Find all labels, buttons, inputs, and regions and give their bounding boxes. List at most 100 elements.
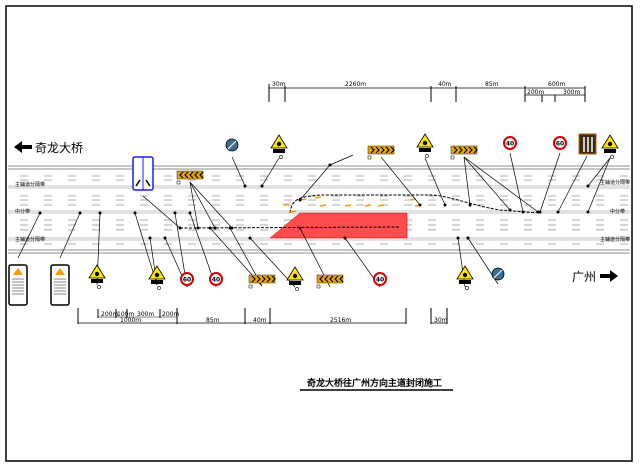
chevron-left-icon [329, 275, 334, 283]
chevron-right-icon [380, 146, 385, 154]
leader-dot [163, 236, 167, 240]
leader-lines [17, 152, 611, 288]
post-marker-icon [295, 287, 299, 291]
warning-sign [456, 265, 474, 290]
leader-dot [298, 198, 302, 202]
worker-icon [94, 271, 100, 277]
chevron-sign [450, 145, 478, 160]
warning-plate [419, 148, 431, 152]
chevron-right-icon [468, 146, 473, 154]
speed-value: 40 [506, 141, 514, 148]
leader-dot [208, 226, 212, 230]
bottom-divider-label-right: 主辅道分隔带 [600, 236, 630, 243]
worker-icon [292, 273, 298, 279]
cone [314, 196, 322, 199]
worker-icon [462, 272, 468, 278]
top-divider-label-right: 主辅道分隔带 [600, 179, 630, 186]
leader-line [463, 156, 511, 211]
cone [319, 204, 327, 207]
chevron-left-icon [189, 171, 194, 179]
cone [364, 204, 372, 207]
leader-line [329, 154, 354, 166]
leader-dot [508, 208, 512, 212]
chevron-right-icon [453, 146, 458, 154]
leader-dot [38, 211, 42, 215]
direction-left-label: 奇龙大桥 [35, 141, 83, 155]
cone [289, 210, 297, 213]
cone [282, 203, 290, 206]
worker-icon [607, 141, 613, 147]
chevron-sign [176, 170, 204, 185]
cones [282, 196, 422, 213]
warning-triangle-icon [13, 268, 23, 275]
warning-plate [273, 149, 285, 153]
warning-sign [88, 264, 106, 289]
direction-right: 广州 [572, 270, 618, 284]
leader-dot [98, 211, 102, 215]
chevron-right-icon [251, 275, 256, 283]
leader-line [261, 157, 280, 187]
post-marker-icon [425, 154, 429, 158]
leader-dot [466, 236, 470, 240]
leader-dot [468, 203, 472, 207]
warning-plate [91, 279, 103, 283]
warning-triangle-icon [416, 133, 434, 148]
leader-dot [586, 210, 590, 214]
chevron-left-icon [339, 275, 344, 283]
post-marker-icon [97, 285, 101, 289]
road: 主辅道分隔带 中分带 主辅道分隔带 主辅道分隔带 中分带 主辅道分隔带 [8, 165, 630, 254]
speed-value: 60 [183, 277, 191, 284]
direction-right-label: 广州 [572, 270, 596, 284]
speed-limit-sign: 60 [553, 136, 567, 150]
dim-label: 300m [563, 89, 580, 96]
warning-plate [289, 281, 301, 285]
cone [377, 204, 385, 207]
leader-line [17, 212, 41, 259]
warning-sign [270, 134, 288, 159]
leader-dot [298, 226, 302, 230]
leader-dot [196, 226, 200, 230]
lane-closed-sign [578, 133, 597, 155]
median-label-right: 中分带 [610, 208, 625, 215]
chevron-left-icon [319, 275, 324, 283]
leader-line [231, 156, 246, 187]
worker-icon [276, 141, 282, 147]
leader-line [457, 237, 466, 288]
leader-line [59, 212, 81, 259]
no-overtaking-sign [225, 138, 239, 152]
top-divider-label: 主辅道分隔带 [15, 181, 45, 188]
leader-dot [456, 236, 460, 240]
warning-sign [286, 266, 304, 291]
dim-label: 300m [137, 311, 154, 318]
leader-dot [148, 236, 152, 240]
warning-sign [148, 265, 166, 290]
median-label: 中分带 [15, 208, 30, 215]
speed-limit-sign: 40 [209, 272, 223, 286]
chevron-sign [248, 274, 276, 289]
chevron-sign [316, 274, 344, 289]
chevron-right-icon [261, 275, 266, 283]
warning-plate [604, 149, 616, 153]
leader-dot [343, 236, 347, 240]
arrow-icon [135, 179, 151, 187]
warning-triangle-icon [55, 268, 65, 275]
dim-label: 40m [253, 317, 267, 324]
speed-limit-sign: 60 [180, 272, 194, 286]
cone-line-lower [179, 226, 401, 229]
chevron-left-icon [194, 171, 199, 179]
chevron-left-icon [199, 171, 204, 179]
dim-label: 2516m [330, 317, 351, 324]
leader-line [557, 155, 588, 213]
arrow-right-icon [600, 270, 618, 282]
dim-label: 1000m [120, 317, 141, 324]
leader-dot [178, 226, 182, 230]
cone-line [289, 194, 541, 214]
worker-icon [154, 272, 160, 278]
chevron-left-icon [324, 275, 329, 283]
closure-zone [269, 212, 408, 239]
warning-triangle-icon [601, 134, 619, 149]
leader-line [299, 164, 331, 201]
chevron-left-icon [184, 171, 189, 179]
leader-dot [586, 184, 590, 188]
leader-dot [538, 210, 542, 214]
